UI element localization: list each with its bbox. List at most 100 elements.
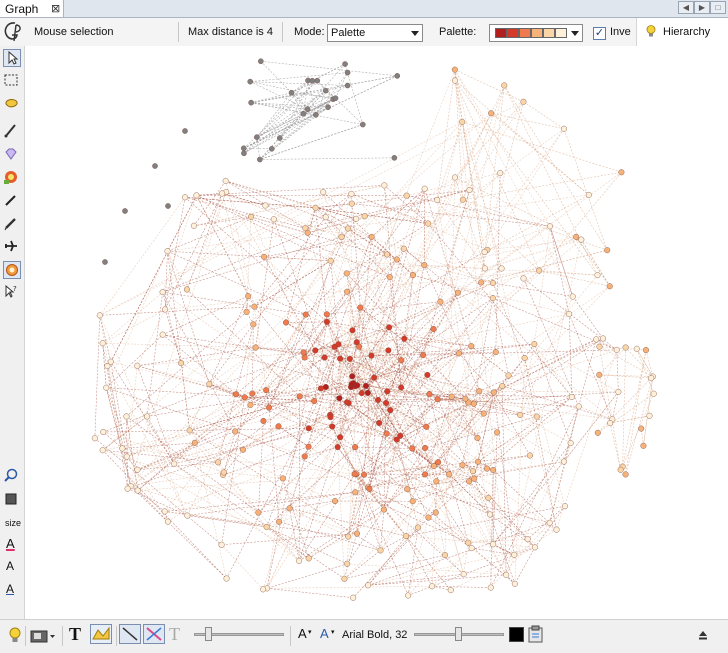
graph-node[interactable]	[135, 467, 141, 473]
graph-node[interactable]	[244, 309, 250, 315]
graph-node[interactable]	[160, 289, 166, 295]
graph-node[interactable]	[399, 357, 405, 363]
graph-node[interactable]	[263, 387, 269, 393]
graph-node[interactable]	[363, 383, 369, 389]
graph-node[interactable]	[302, 454, 308, 460]
graph-node[interactable]	[490, 280, 496, 286]
graph-node[interactable]	[384, 431, 390, 437]
graph-node[interactable]	[643, 347, 649, 353]
graph-node[interactable]	[361, 472, 367, 478]
graph-node[interactable]	[100, 340, 106, 346]
graph-node[interactable]	[261, 254, 267, 260]
graph-node[interactable]	[431, 463, 437, 469]
graph-node[interactable]	[471, 476, 477, 482]
graph-node[interactable]	[392, 155, 397, 160]
graph-node[interactable]	[352, 471, 358, 477]
graph-node[interactable]	[595, 430, 601, 436]
graph-node[interactable]	[359, 390, 365, 396]
graph-node[interactable]	[360, 122, 365, 127]
graph-node[interactable]	[438, 299, 444, 305]
graph-node[interactable]	[475, 435, 481, 441]
graph-node[interactable]	[233, 391, 239, 397]
graph-node[interactable]	[597, 344, 603, 350]
graph-node[interactable]	[476, 388, 482, 394]
graph-node[interactable]	[354, 531, 360, 537]
graph-node[interactable]	[260, 586, 266, 592]
graph-node[interactable]	[422, 186, 428, 192]
graph-node[interactable]	[241, 146, 246, 151]
graph-node[interactable]	[471, 401, 477, 407]
graph-node[interactable]	[120, 446, 126, 452]
graph-node[interactable]	[403, 533, 409, 539]
graph-node[interactable]	[185, 513, 191, 519]
graph-node[interactable]	[561, 459, 567, 465]
pencil-icon[interactable]	[3, 192, 21, 210]
lightbulb-icon[interactable]	[9, 627, 21, 645]
graph-node[interactable]	[269, 146, 274, 151]
graph-node[interactable]	[401, 336, 407, 342]
graph-node[interactable]	[245, 293, 251, 299]
graph-node[interactable]	[194, 193, 200, 199]
pen-icon[interactable]	[3, 215, 21, 233]
chevron-left-icon[interactable]: ◀	[678, 1, 694, 14]
graph-node[interactable]	[323, 214, 329, 220]
graph-node[interactable]	[376, 420, 382, 426]
graph-node[interactable]	[178, 360, 184, 366]
graph-node[interactable]	[350, 595, 356, 601]
graph-node[interactable]	[257, 157, 262, 162]
graph-node[interactable]	[248, 402, 254, 408]
graph-node[interactable]	[410, 498, 416, 504]
graph-node[interactable]	[604, 247, 610, 253]
font-color-icon[interactable]: A	[320, 626, 329, 641]
graph-node[interactable]	[566, 311, 572, 317]
graph-node[interactable]	[568, 440, 574, 446]
graph-node[interactable]	[254, 135, 259, 140]
graph-node[interactable]	[350, 328, 356, 334]
graph-node[interactable]	[223, 178, 229, 184]
graph-node[interactable]	[521, 99, 527, 105]
graph-node[interactable]	[452, 67, 458, 73]
graph-node[interactable]	[475, 459, 481, 465]
graph-node[interactable]	[452, 78, 458, 84]
graph-node[interactable]	[92, 435, 98, 441]
graph-node[interactable]	[296, 558, 302, 564]
chevron-right-icon[interactable]: ▶	[694, 1, 710, 14]
graph-node[interactable]	[532, 341, 538, 347]
graph-node[interactable]	[171, 461, 177, 467]
graph-node[interactable]	[297, 394, 303, 400]
lasso-select-icon[interactable]	[3, 95, 21, 113]
graph-node[interactable]	[570, 294, 576, 300]
graph-node[interactable]	[258, 59, 263, 64]
graph-node[interactable]	[328, 258, 334, 264]
graph-node[interactable]	[289, 90, 294, 95]
graph-node[interactable]	[122, 208, 127, 213]
graph-node[interactable]	[429, 583, 435, 589]
graph-node[interactable]	[369, 353, 375, 359]
close-icon[interactable]: ⊠	[51, 2, 60, 15]
graph-node[interactable]	[328, 414, 334, 420]
graph-node[interactable]	[422, 262, 428, 268]
graph-node[interactable]	[339, 234, 345, 240]
graph-node[interactable]	[369, 234, 375, 240]
help-cursor-icon[interactable]: ?	[3, 284, 21, 302]
graph-node[interactable]	[349, 191, 355, 197]
graph-node[interactable]	[264, 524, 270, 530]
graph-node[interactable]	[320, 189, 326, 195]
graph-node[interactable]	[638, 426, 644, 432]
graph-node[interactable]	[342, 61, 347, 66]
edge-labels-icon[interactable]: T	[169, 624, 180, 645]
graph-node[interactable]	[532, 545, 538, 551]
invert-checkbox[interactable]: ✓	[593, 27, 606, 40]
graph-node[interactable]	[358, 305, 364, 311]
graph-node[interactable]	[382, 183, 388, 189]
graph-node[interactable]	[561, 126, 567, 132]
graph-node[interactable]	[337, 434, 343, 440]
graph-node[interactable]	[623, 345, 629, 351]
graph-node[interactable]	[499, 383, 505, 389]
graph-node[interactable]	[342, 576, 348, 582]
graph-node[interactable]	[276, 424, 282, 430]
graph-node[interactable]	[313, 205, 319, 211]
graph-node[interactable]	[283, 320, 289, 326]
graph-node[interactable]	[434, 479, 440, 485]
graph-node[interactable]	[263, 203, 269, 209]
